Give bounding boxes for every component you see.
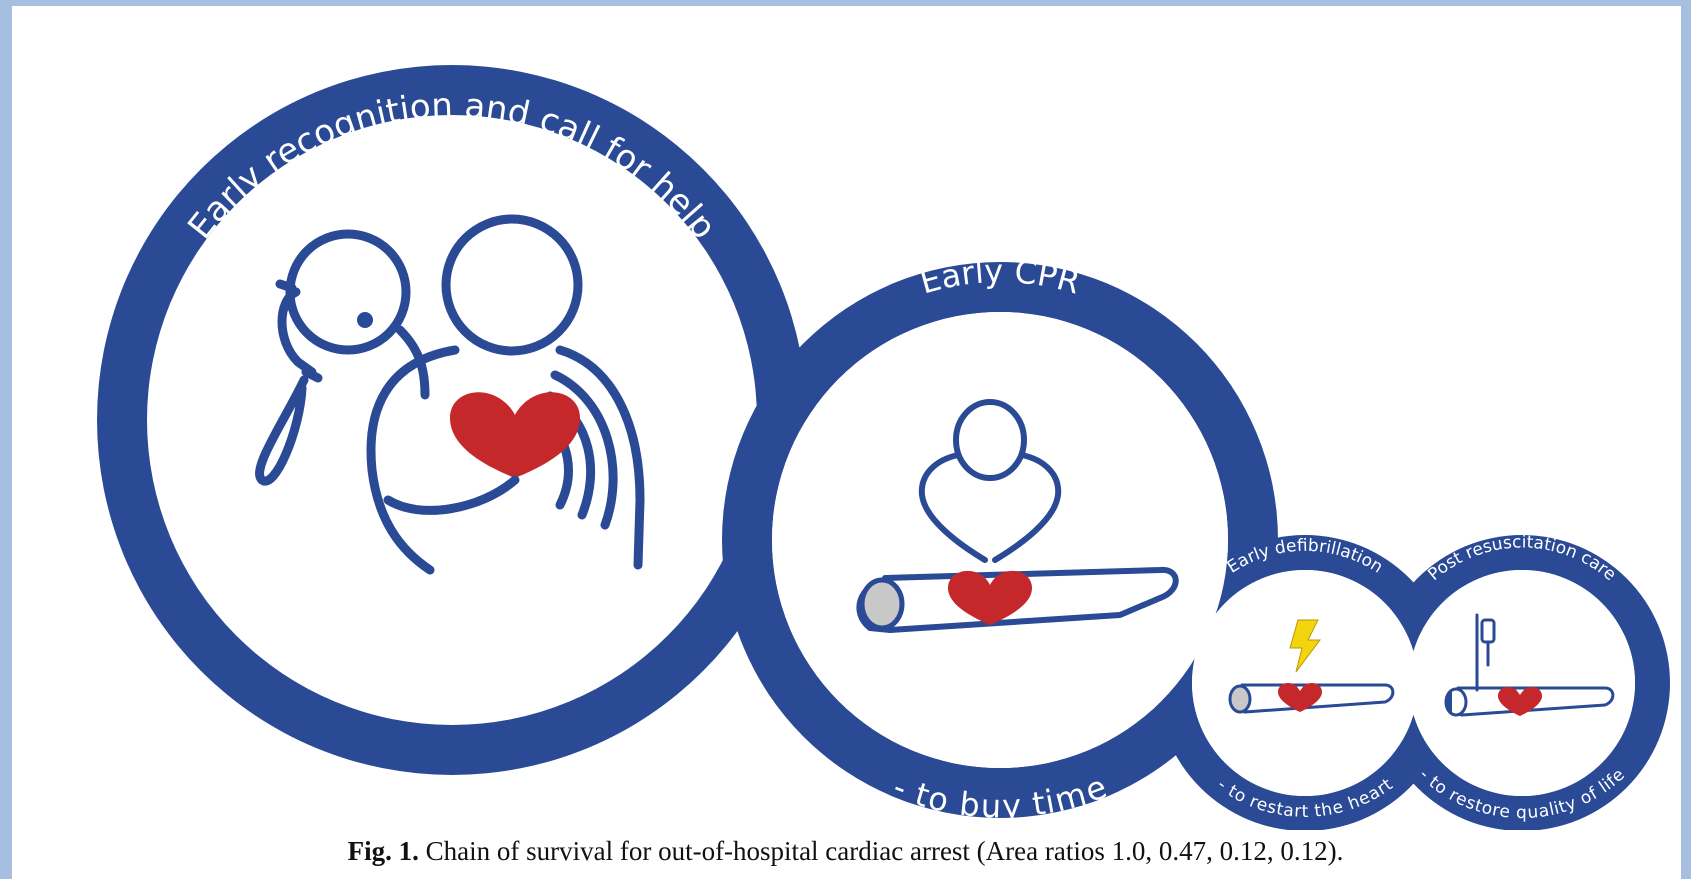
figure-caption: Fig. 1. Chain of survival for out-of-hos… [0,836,1691,867]
frame-right-border [1681,0,1691,879]
figure-caption-text: Chain of survival for out-of-hospital ca… [425,836,1344,866]
cpr-patient-head-icon [859,577,905,631]
chain-of-survival-diagram: Early recognition and call for help - to… [97,65,1670,830]
frame-top-border [0,0,1691,6]
iv-drip-care-icon [1444,613,1615,717]
link-2-heart-icon [948,570,1032,625]
frame-left-border [0,0,12,879]
link-1-heart-icon [450,392,580,478]
caller-arm-icon [383,475,520,515]
figure-caption-label: Fig. 1. [347,836,419,866]
defibrillation-bolt-icon [1228,619,1395,714]
